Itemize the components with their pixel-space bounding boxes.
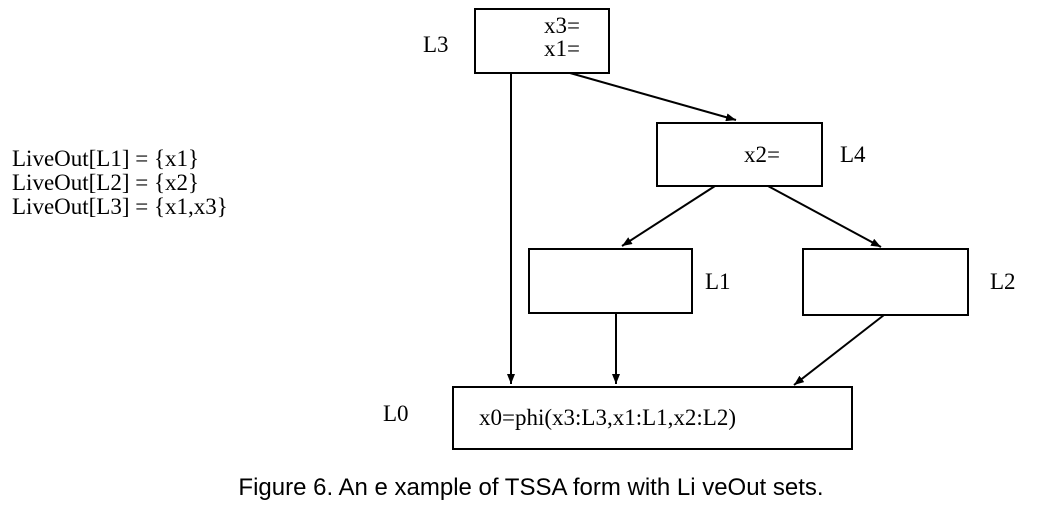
node-l0-label: L0 bbox=[383, 401, 409, 426]
edge-l4-to-l2 bbox=[767, 185, 882, 248]
node-l0: x0=phi(x3:L3,x1:L1,x2:L2) L0 bbox=[383, 386, 853, 450]
edge-l3-to-l4 bbox=[569, 72, 737, 122]
liveout-line: LiveOut[L1] = {x1} bbox=[12, 146, 199, 171]
liveout-list: LiveOut[L1] = {x1} LiveOut[L2] = {x2} Li… bbox=[12, 146, 228, 219]
node-l3-line-2: x1= bbox=[544, 36, 580, 61]
node-l1-box bbox=[528, 248, 693, 314]
node-l3-label: L3 bbox=[423, 32, 449, 57]
node-l1: L1 bbox=[528, 248, 731, 314]
node-l0-line-1: x0=phi(x3:L3,x1:L1,x2:L2) bbox=[479, 405, 736, 430]
node-l0-box bbox=[452, 386, 853, 450]
node-l2-label: L2 bbox=[990, 269, 1016, 294]
node-l2-box bbox=[802, 248, 969, 316]
node-l4-label: L4 bbox=[840, 142, 866, 167]
edge-l4-to-l1 bbox=[621, 185, 716, 247]
figure-caption: Figure 6. An e xample of TSSA form with … bbox=[238, 474, 823, 501]
edge-l2-to-l0 bbox=[793, 314, 885, 386]
node-l4-line-1: x2= bbox=[744, 142, 780, 167]
node-l2: L2 bbox=[802, 248, 1016, 316]
node-l3-line-1: x3= bbox=[544, 13, 580, 38]
edges bbox=[507, 72, 885, 386]
node-l1-label: L1 bbox=[705, 269, 731, 294]
node-l4: x2= L4 bbox=[656, 122, 866, 187]
liveout-line: LiveOut[L2] = {x2} bbox=[12, 170, 199, 195]
node-l3: x3= x1= L3 bbox=[423, 8, 610, 74]
node-l3-box bbox=[474, 8, 610, 74]
node-l4-box bbox=[656, 122, 823, 187]
liveout-line: LiveOut[L3] = {x1,x3} bbox=[12, 194, 228, 219]
